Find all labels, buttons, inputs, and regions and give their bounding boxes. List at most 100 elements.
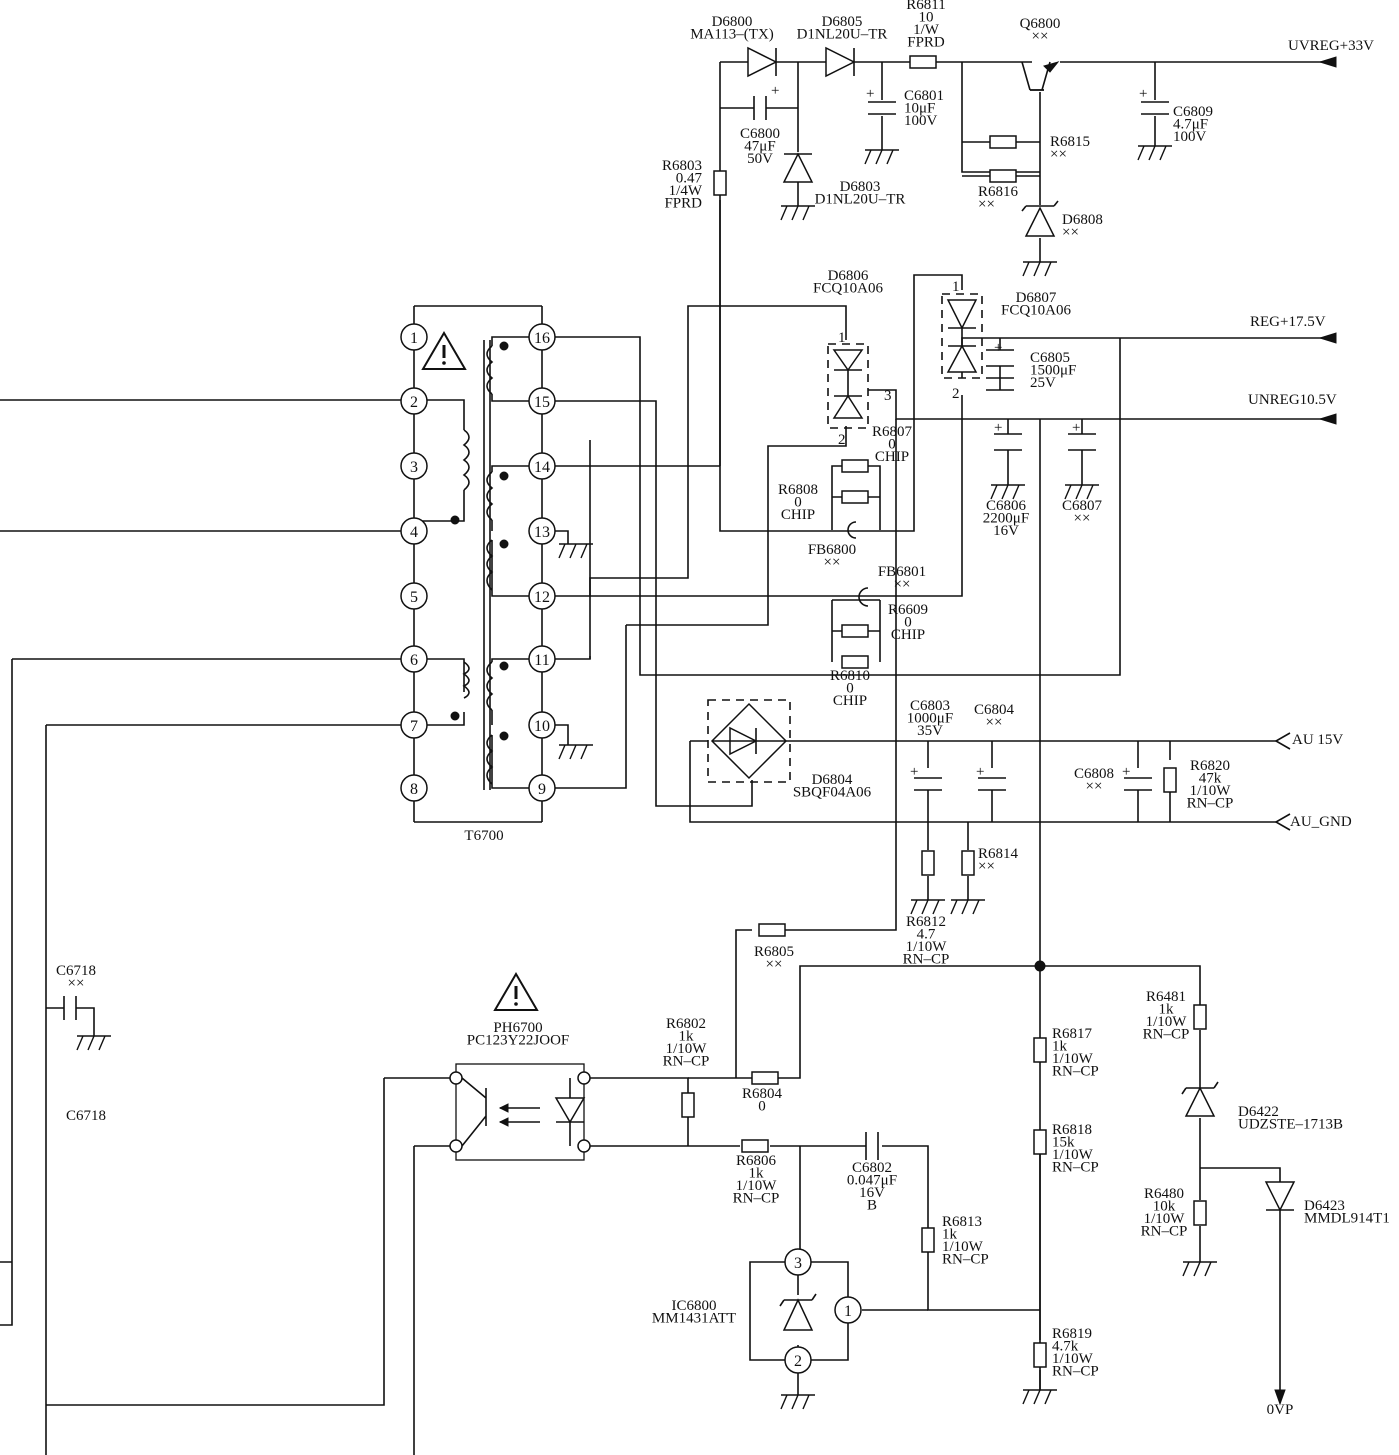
label-c6718a: C6718×× [56,963,96,992]
label-ovp: 0VP [1267,1402,1294,1418]
diode-pin-labels: 1 2 3 1 2 [838,279,960,448]
symbol-mark: + [1122,764,1130,780]
bridge-d6804 [707,699,791,783]
transformer-pins [400,323,556,802]
pin-label: 9 [538,781,546,798]
pin-label: 12 [534,589,550,606]
pin-label: 3 [410,459,418,476]
diode-d6805 [825,46,856,78]
pin-label: 2 [410,394,418,411]
label-d6808: D6808×× [1062,212,1103,241]
label-fb6800: FB6800×× [808,542,856,571]
label-unreg: UNREG10.5V [1248,392,1337,408]
label-t6700: T6700 [464,828,503,844]
symbol-mark: 1 [838,330,846,346]
label-r6814: R6814×× [978,846,1019,875]
ic-ic6800 [779,1248,862,1374]
pin-label: 8 [410,781,418,798]
transformer-windings [450,341,509,785]
label-c6807: C6807×× [1062,498,1103,527]
label-r6805: R6805×× [754,944,794,973]
label-c6808: C6808×× [1074,766,1114,795]
symbol-mark: 3 [884,388,892,404]
pin-label: 10 [534,718,550,735]
diode-d6806 [827,343,882,429]
transistor-q6800 [1030,61,1060,91]
symbol-mark: + [866,86,874,102]
label-c6804: C6804×× [974,702,1015,731]
label-fb6801: FB6801×× [878,564,926,593]
pin-label: 16 [534,330,550,347]
transformer-pin-labels: 1 2 3 4 5 6 7 8 16 15 14 13 12 11 10 9 3… [410,330,852,1370]
wires [0,61,1336,1455]
pin-label: 5 [410,589,418,606]
symbol-mark: + [976,764,984,780]
symbol-mark: + [771,83,779,99]
pin-label: 11 [534,652,549,669]
pin-label: 1 [410,330,418,347]
label-r6815: R6815×× [1050,134,1090,163]
diode-d6807 [941,293,983,379]
symbol-mark: + [994,420,1002,436]
label-q6800: Q6800×× [1020,16,1061,45]
pin-label: 15 [534,394,550,411]
symbol-mark: 1 [952,279,960,295]
label-reg175: REG+17.5V [1250,314,1326,330]
components: + + + [63,46,1337,1410]
pin-label: 6 [410,652,418,669]
diode-d6423 [1264,1181,1296,1212]
pin-label: 3 [794,1255,802,1272]
zener-d6422 [1181,1081,1219,1117]
symbol-mark: + [1072,420,1080,436]
pin-label: 7 [410,718,418,735]
symbol-mark: 2 [952,386,960,402]
optocoupler-ph6700 [449,1063,591,1161]
pin-label: 13 [534,524,550,541]
symbol-mark: + [994,340,1002,356]
diode-d6808 [1021,200,1059,237]
symbol-mark: + [910,764,918,780]
diode-d6803 [782,152,814,206]
symbol-mark: 2 [838,432,846,448]
label-uvreg: UVREG+33V [1288,38,1374,54]
label-c6718b: C6718 [66,1108,106,1124]
pin-label: 1 [844,1303,852,1320]
label-au15: AU 15V [1292,732,1343,748]
label-r6816: R6816×× [978,184,1019,213]
symbol-mark: + [1139,86,1147,102]
label-augnd: AU_GND [1290,814,1352,830]
pin-label: 14 [534,459,550,476]
diode-d6800 [747,46,778,78]
